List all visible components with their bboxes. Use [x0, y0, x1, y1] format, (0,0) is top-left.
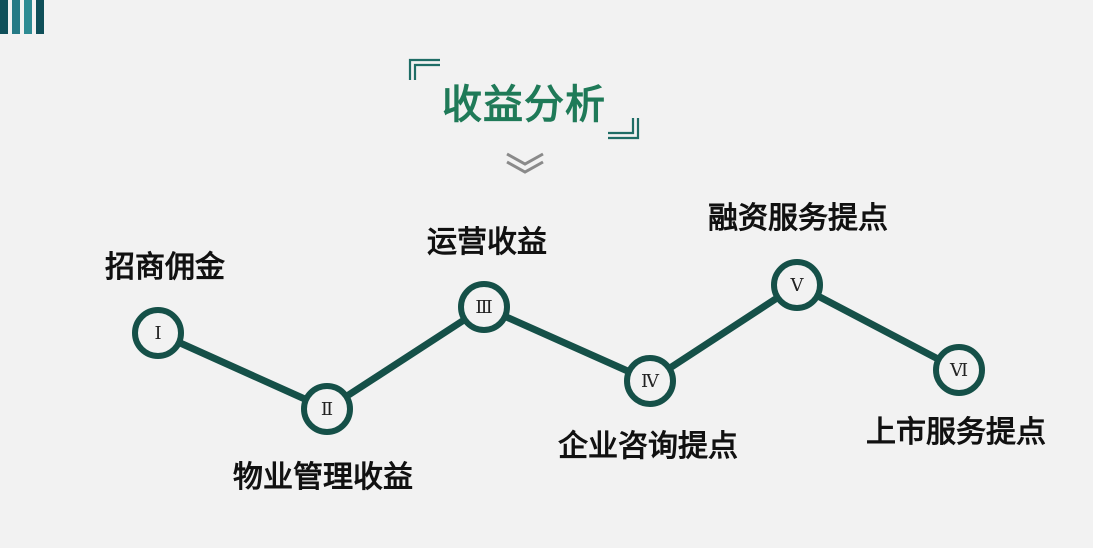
- stripe-bar: [36, 0, 44, 34]
- timeline-label-4: 企业咨询提点: [558, 429, 738, 464]
- timeline-node-4: Ⅳ: [624, 355, 676, 407]
- top-left-stripes: [0, 0, 44, 34]
- title-block: 收益分析: [408, 58, 640, 140]
- node-numeral: Ⅰ: [154, 323, 161, 344]
- stripe-bar: [0, 0, 8, 34]
- timeline-label-2: 物业管理收益: [233, 460, 413, 495]
- node-numeral: Ⅲ: [475, 297, 492, 318]
- node-numeral: Ⅴ: [790, 275, 805, 296]
- double-chevron-down-icon: [506, 152, 544, 174]
- timeline-node-1: Ⅰ: [132, 307, 184, 359]
- timeline-node-2: Ⅱ: [301, 383, 353, 435]
- stripe-bar: [12, 0, 20, 34]
- title-frame-bottom-right-icon: [608, 118, 640, 140]
- title-frame-top-left-icon: [408, 58, 440, 80]
- node-numeral: Ⅱ: [321, 399, 333, 420]
- timeline-node-3: Ⅲ: [458, 281, 510, 333]
- stripe-bar: [24, 0, 32, 34]
- node-numeral: Ⅵ: [949, 360, 968, 381]
- timeline-label-1: 招商佣金: [105, 250, 225, 285]
- timeline-node-6: Ⅵ: [933, 344, 985, 396]
- timeline-label-3: 运营收益: [427, 225, 547, 260]
- node-numeral: Ⅳ: [641, 371, 660, 392]
- timeline-label-5: 融资服务提点: [708, 201, 888, 236]
- timeline-label-6: 上市服务提点: [866, 415, 1046, 450]
- timeline-node-5: Ⅴ: [771, 259, 823, 311]
- page-title: 收益分析: [442, 82, 606, 128]
- timeline-connector-line: [154, 281, 963, 413]
